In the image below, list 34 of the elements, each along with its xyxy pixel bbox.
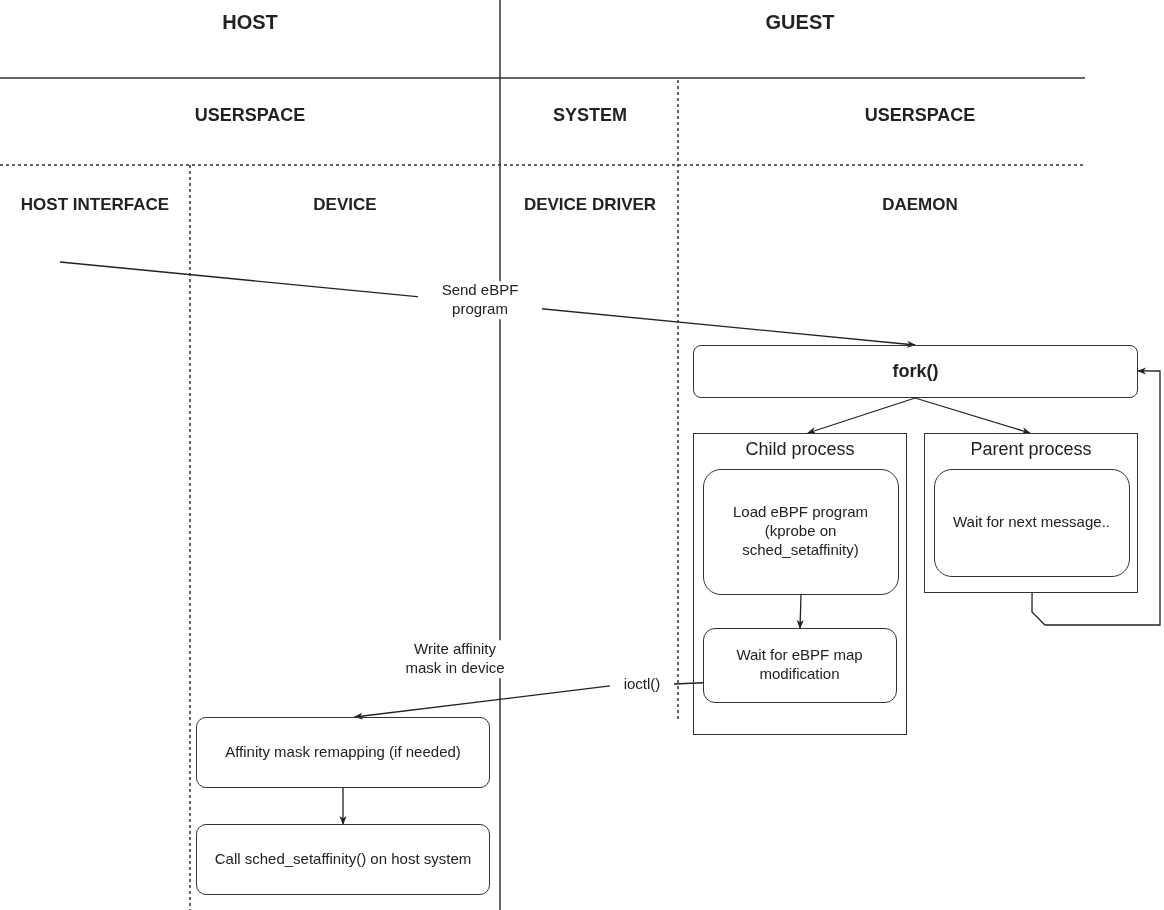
process-box xyxy=(933,468,1130,577)
process-box xyxy=(702,627,897,703)
call-label: ioctl() xyxy=(623,674,661,694)
lane-heading: DEVICE DRIVER xyxy=(522,195,658,215)
process-box xyxy=(196,717,490,788)
arrow xyxy=(339,787,347,825)
lane-heading: HOST INTERFACE xyxy=(20,195,170,215)
edge-label: Send eBPF program xyxy=(418,281,542,319)
process-box xyxy=(702,468,899,595)
lane-heading: DEVICE xyxy=(312,195,378,215)
container-heading: Child process xyxy=(745,438,855,461)
step-text: Load eBPF program (kprobe on sched_setaffinity) xyxy=(731,503,870,560)
arrow xyxy=(914,397,1031,435)
lane-heading: SYSTEM xyxy=(553,104,627,126)
lane-heading: DAEMON xyxy=(881,195,959,215)
step-text: fork() xyxy=(892,360,939,383)
arrow xyxy=(807,397,916,434)
lane-heading: USERSPACE xyxy=(194,104,306,126)
process-container xyxy=(924,433,1138,593)
container-heading: Parent process xyxy=(970,438,1092,461)
arrow xyxy=(796,594,804,629)
process-container xyxy=(693,433,907,735)
connector-line xyxy=(673,682,704,685)
lane-heading: GUEST xyxy=(765,10,835,34)
arrow xyxy=(353,685,611,720)
arrow xyxy=(1031,367,1161,626)
step-text: Call sched_setaffinity() on host system xyxy=(213,850,473,869)
lane-heading: USERSPACE xyxy=(864,104,976,126)
step-text: Affinity mask remapping (if needed) xyxy=(224,743,462,762)
lane-heading: HOST xyxy=(222,10,278,34)
process-box xyxy=(196,824,490,895)
step-text: Wait for eBPF map modification xyxy=(735,646,864,684)
process-box xyxy=(693,345,1138,398)
step-text: Wait for next message.. xyxy=(952,513,1111,532)
